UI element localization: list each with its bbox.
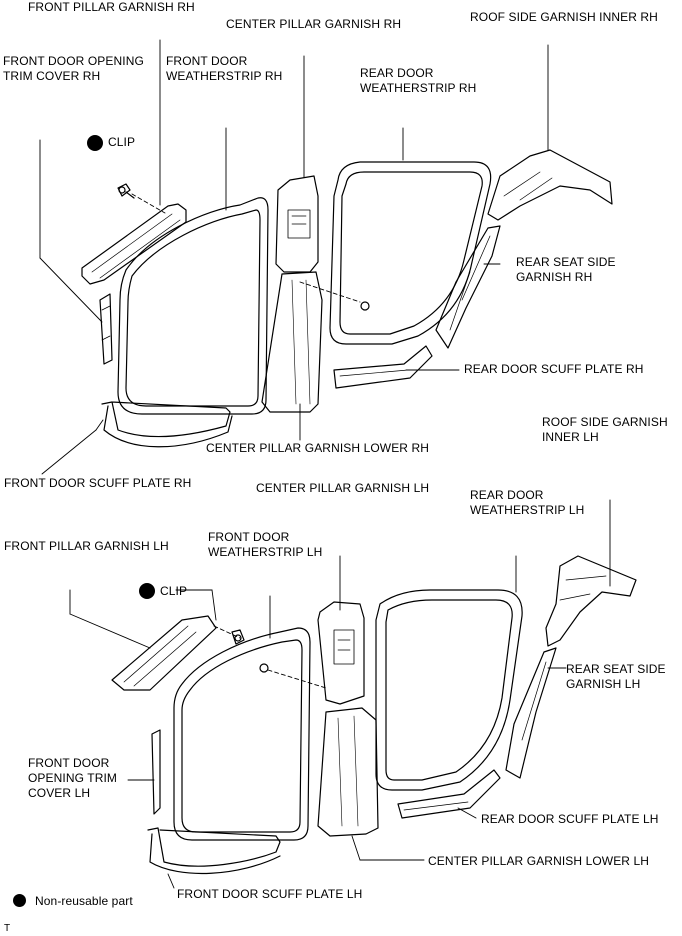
corner-mark: T	[4, 923, 11, 934]
label-front-door-opening-trim-rh: FRONT DOOR OPENING TRIM COVER RH	[3, 54, 144, 83]
clip-screw-rh	[360, 301, 370, 311]
label-rear-door-scuff-plate-rh: REAR DOOR SCUFF PLATE RH	[464, 362, 644, 376]
label-front-door-weatherstrip-lh: FRONT DOOR WEATHERSTRIP LH	[208, 530, 323, 559]
label-rear-door-weatherstrip-rh: REAR DOOR WEATHERSTRIP RH	[360, 66, 477, 95]
legend-non-reusable-part: Non-reusable part	[35, 894, 133, 908]
label-roof-side-garnish-inner-rh: ROOF SIDE GARNISH INNER RH	[470, 10, 658, 24]
rear-door-scuff-plate-rh	[333, 345, 433, 389]
front-pillar-garnish-lh	[111, 615, 217, 691]
label-center-pillar-garnish-lower-rh: CENTER PILLAR GARNISH LOWER RH	[206, 441, 430, 455]
label-rear-door-scuff-plate-lh: REAR DOOR SCUFF PLATE LH	[481, 812, 659, 826]
center-pillar-garnish-rh	[275, 175, 319, 273]
roof-side-garnish-inner-lh	[545, 555, 637, 647]
non-reusable-legend-marker	[13, 894, 26, 907]
label-rear-seat-side-garnish-rh: REAR SEAT SIDE GARNISH RH	[516, 255, 616, 284]
label-center-pillar-garnish-rh: CENTER PILLAR GARNISH RH	[226, 17, 402, 31]
rear-seat-side-garnish-rh	[435, 225, 501, 349]
label-clip-bottom: CLIP	[160, 584, 188, 598]
roof-side-garnish-inner-rh	[487, 149, 613, 221]
label-front-door-opening-trim-lh: FRONT DOOR OPENING TRIM COVER LH	[28, 756, 117, 800]
rear-door-weatherstrip-lh	[375, 589, 523, 791]
label-front-door-weatherstrip-rh: FRONT DOOR WEATHERSTRIP RH	[166, 54, 283, 83]
leader-lines-rh	[39, 39, 549, 475]
front-door-weatherstrip-lh	[173, 627, 311, 841]
front-door-opening-trim-rh	[99, 293, 113, 365]
rear-door-scuff-plate-lh	[397, 769, 501, 819]
label-clip-top: CLIP	[108, 135, 136, 149]
label-front-door-scuff-plate-rh: FRONT DOOR SCUFF PLATE RH	[4, 476, 192, 490]
label-front-pillar-garnish-lh: FRONT PILLAR GARNISH LH	[4, 539, 169, 553]
label-center-pillar-garnish-lower-lh: CENTER PILLAR GARNISH LOWER LH	[428, 854, 650, 868]
clip-icon-rh	[117, 183, 135, 199]
center-pillar-garnish-lh	[317, 601, 365, 705]
rear-door-weatherstrip-rh	[329, 161, 492, 345]
label-center-pillar-garnish-lh: CENTER PILLAR GARNISH LH	[256, 481, 430, 495]
front-door-scuff-plate-rh	[101, 401, 233, 448]
center-pillar-garnish-lower-rh	[261, 271, 323, 413]
front-door-opening-trim-lh	[151, 729, 161, 815]
clip-screw-lh	[259, 663, 269, 673]
front-door-scuff-plate-lh	[147, 827, 281, 875]
label-rear-seat-side-garnish-lh: REAR SEAT SIDE GARNISH LH	[566, 662, 666, 691]
label-front-door-scuff-plate-lh: FRONT DOOR SCUFF PLATE LH	[177, 887, 363, 901]
label-roof-side-garnish-inner-lh: ROOF SIDE GARNISH INNER LH	[542, 415, 668, 444]
label-front-pillar-garnish-rh: FRONT PILLAR GARNISH RH	[28, 0, 195, 14]
non-reusable-marker-clip-bottom	[139, 583, 155, 599]
center-pillar-garnish-lower-lh	[317, 707, 379, 837]
front-pillar-garnish-rh	[81, 203, 187, 285]
rear-seat-side-garnish-lh	[505, 647, 557, 779]
label-rear-door-weatherstrip-lh: REAR DOOR WEATHERSTRIP LH	[470, 488, 585, 517]
clip-icon-lh	[231, 629, 245, 645]
non-reusable-marker-clip-top	[87, 135, 103, 151]
